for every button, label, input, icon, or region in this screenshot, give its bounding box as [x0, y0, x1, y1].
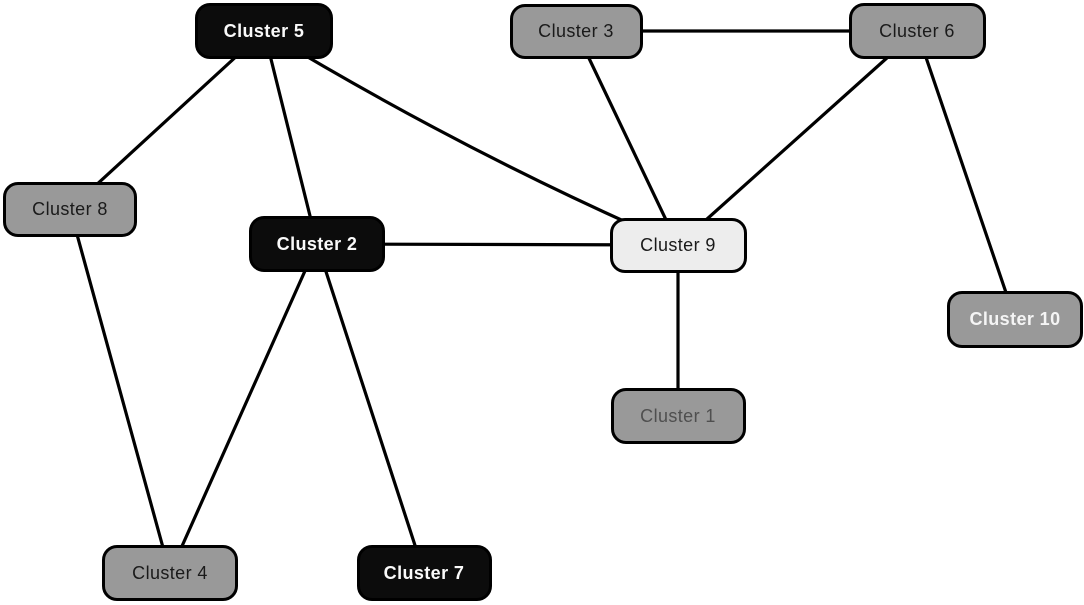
edge-cluster-6-cluster-10	[915, 29, 1017, 321]
node-label: Cluster 8	[32, 198, 108, 219]
node-label: Cluster 7	[383, 562, 465, 583]
node-label: Cluster 3	[538, 20, 614, 41]
node-label: Cluster 1	[640, 405, 716, 426]
node-label: Cluster 5	[223, 20, 305, 41]
node-cluster-10[interactable]: Cluster 10	[947, 290, 1083, 348]
node-label: Cluster 10	[969, 308, 1061, 329]
node-label: Cluster 2	[276, 233, 358, 254]
node-cluster-6[interactable]: Cluster 6	[848, 3, 986, 59]
node-cluster-8[interactable]: Cluster 8	[3, 181, 137, 237]
node-label: Cluster 4	[132, 562, 208, 583]
node-cluster-9[interactable]: Cluster 9	[609, 217, 747, 273]
edge-cluster-8-cluster-4	[68, 207, 172, 575]
edge-cluster-2-cluster-4	[168, 242, 319, 575]
node-cluster-4[interactable]: Cluster 4	[102, 545, 238, 601]
node-cluster-3[interactable]: Cluster 3	[509, 3, 643, 59]
node-cluster-1[interactable]: Cluster 1	[610, 388, 746, 444]
edge-cluster-2-cluster-7	[315, 242, 426, 575]
node-label: Cluster 6	[879, 20, 955, 41]
node-label: Cluster 9	[640, 234, 716, 255]
node-cluster-2[interactable]: Cluster 2	[249, 216, 385, 272]
node-cluster-5[interactable]: Cluster 5	[195, 3, 333, 59]
node-cluster-7[interactable]: Cluster 7	[356, 545, 492, 601]
